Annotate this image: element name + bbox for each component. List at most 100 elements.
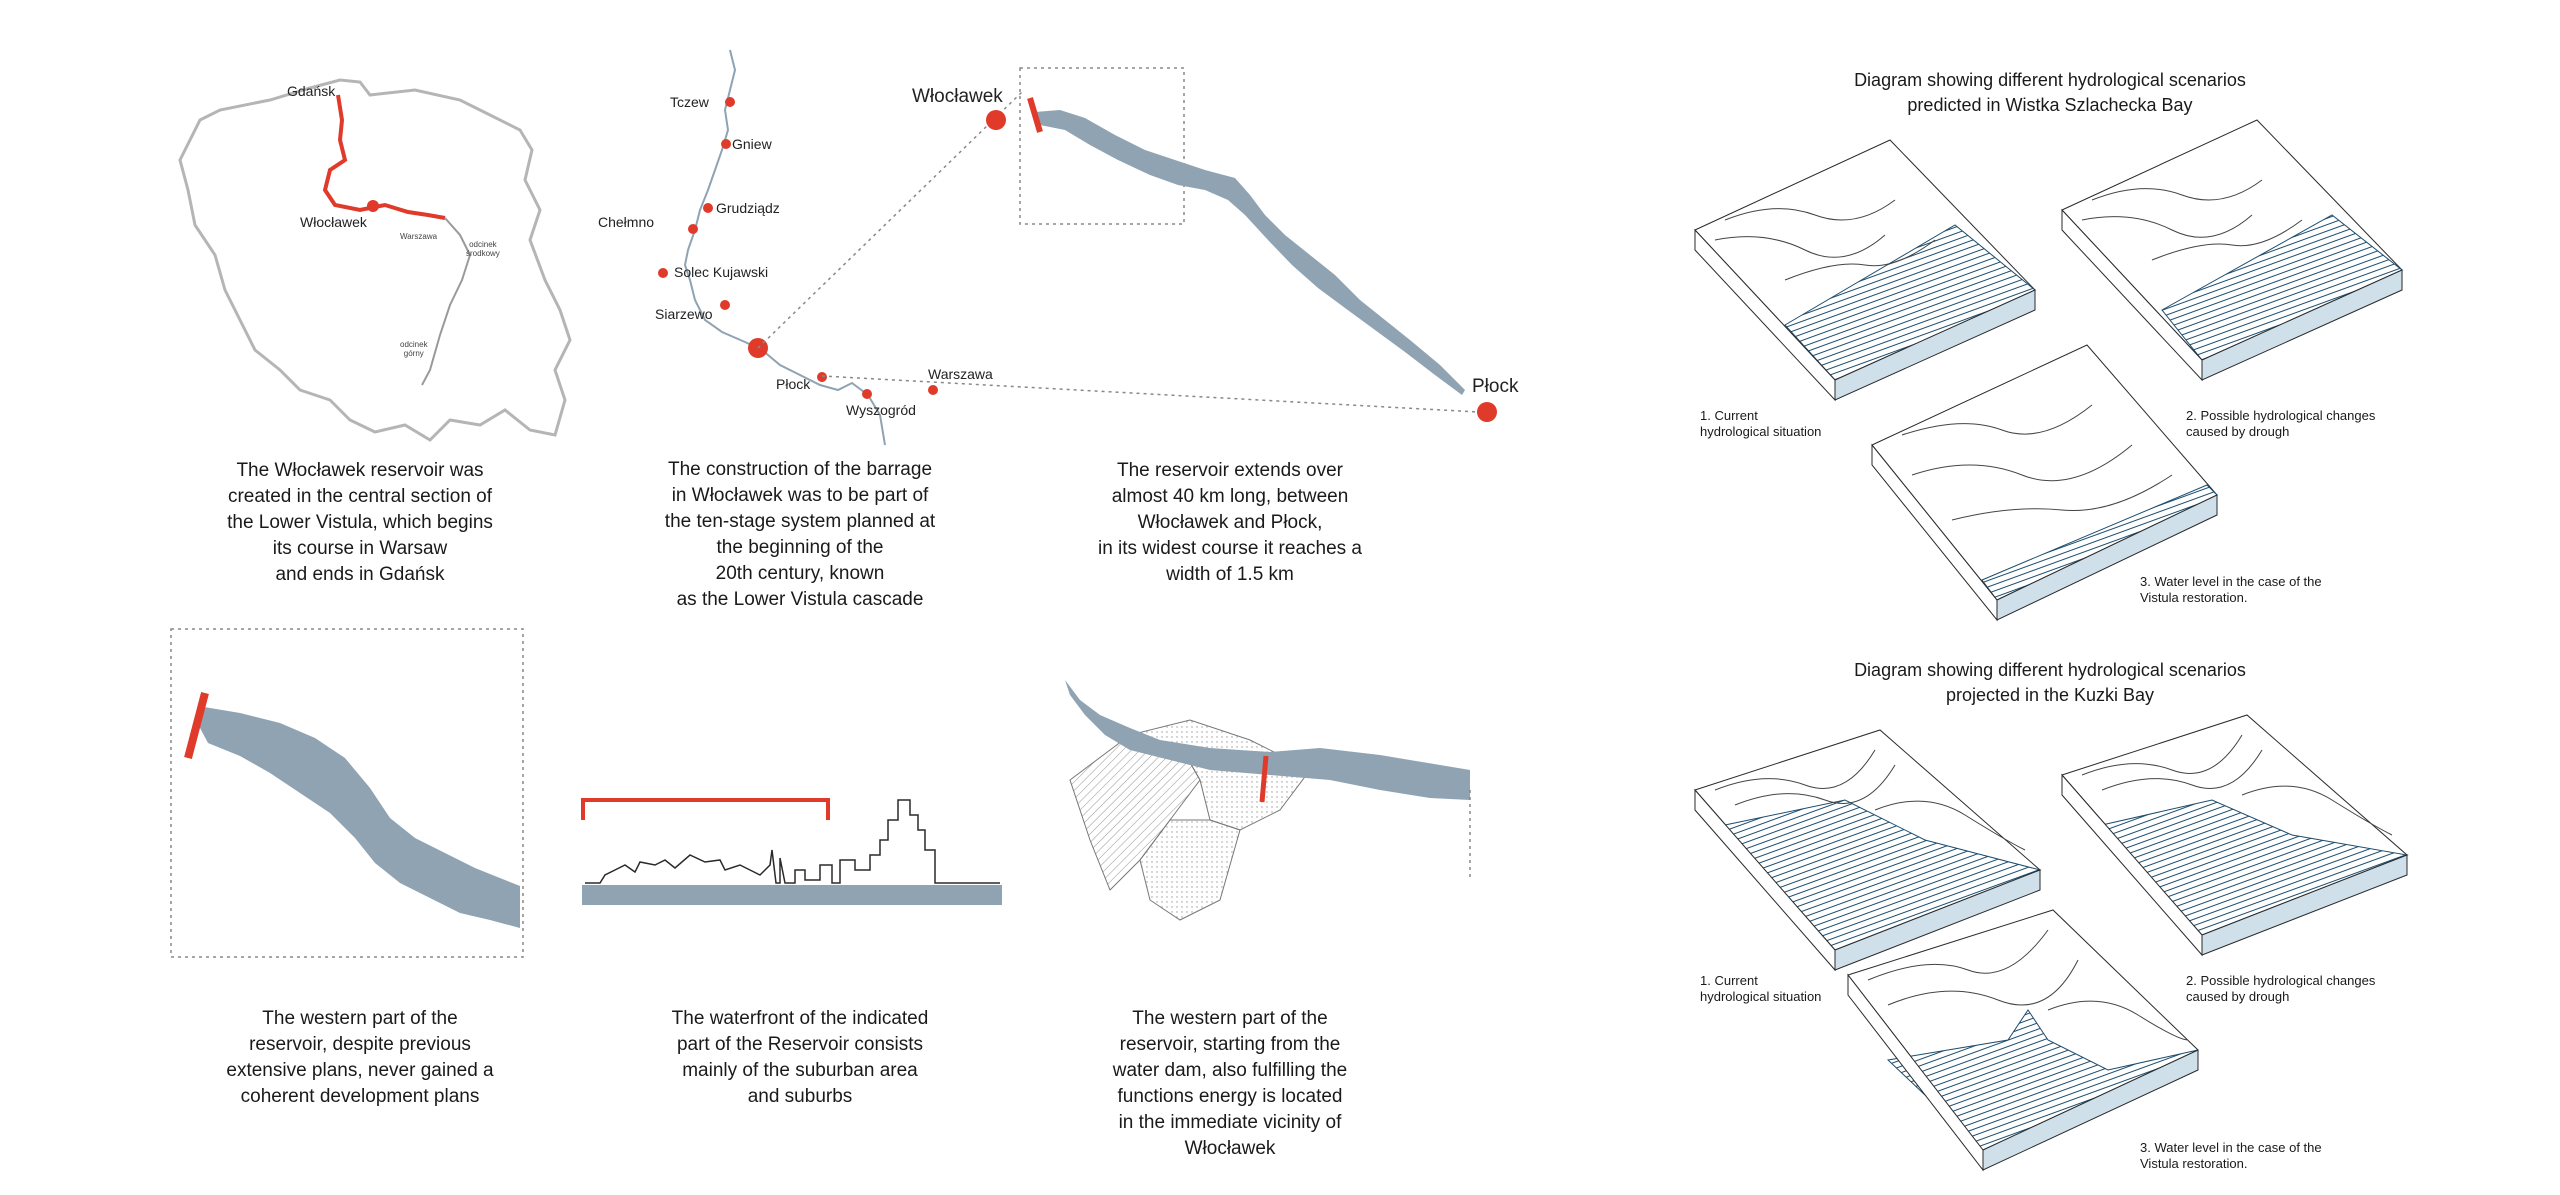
contour [1724,199,1896,221]
contour [2091,179,2263,201]
city-dot-warszawa [928,385,938,395]
label-warszawa-map2: Warszawa [928,366,993,382]
caption-reservoir: The reservoir extends over almost 40 km … [1060,458,1400,588]
caption-line: almost 40 km long, between [1111,486,1349,507]
caption-line: and suburbs [747,1086,853,1107]
city-dot-chelmno [688,224,698,234]
waterfront-bracket [581,798,830,820]
caption-line: Włocławek [1184,1138,1276,1159]
kuzki-label-drought: 2. Possible hydrological changes caused … [2186,973,2375,1005]
block-label-line: Vistula restoration. [2140,590,2248,605]
caption-line: the Lower Vistula, which begins [227,512,493,533]
block-label-line: 2. Possible hydrological changes [2186,973,2376,988]
city-river [1065,680,1470,800]
caption-line: The western part of the [262,1008,458,1029]
caption-line: in the immediate vicinity of [1118,1112,1342,1133]
diagram-title-line: Diagram showing different hydrological s… [1854,70,2246,90]
caption-line: width of 1.5 km [1166,564,1294,585]
label-srodkowy: środkowy [466,249,500,258]
label-gdansk: Gdańsk [287,83,336,99]
wistka-block-drought [2061,119,2403,382]
label-warszawa-map1: Warszawa [400,232,438,241]
dam-marker [1027,97,1043,133]
city-dam-marker [1259,755,1269,803]
label-gniew: Gniew [732,136,772,152]
city-plan-map [1065,680,1471,921]
label-chelmno: Chełmno [598,214,655,230]
contour [2101,749,2263,791]
caption-line: extensive plans, never gained a [226,1060,494,1081]
diagram-title-line: projected in the Kuzki Bay [1945,685,2155,705]
caption-line: in its widest course it reaches a [1097,538,1362,559]
contour [1874,800,2026,851]
label-solec: Solec Kujawski [674,264,769,280]
caption-line: The waterfront of the indicated [671,1008,929,1029]
caption-line: created in the central section of [227,486,493,507]
caption-west: The western part of the reservoir, despi… [190,1006,530,1110]
label-wloclawek-big: Włocławek [912,86,1003,107]
kuzki-block-current [1694,729,2042,972]
block-label-line: 1. Current [1700,408,1758,423]
label-gorny: górny [403,349,424,358]
diagram-wistka-title: Diagram showing different hydrological s… [1770,68,2330,118]
block-label-line: 3. Water level in the case of the [2140,1140,2322,1155]
label-tczew: Tczew [670,94,709,110]
caption-line: as the Lower Vistula cascade [676,589,924,610]
vistula-lower [322,94,446,220]
city-dot-siarzewo [720,300,730,310]
city-district-south [1139,819,1241,921]
city-dot-wyszogrod [862,389,872,399]
wloclawek-dot [367,200,379,212]
city-dot-plock [817,372,827,382]
west-part-frame [170,628,524,958]
label-wyszogrod: Wyszogród [846,402,916,418]
caption-line: coherent development plans [240,1086,480,1107]
contour [2081,734,2243,776]
cascade-map [658,49,938,446]
caption-line: water dam, also fulfilling the [1112,1060,1348,1081]
contour [2081,214,2253,238]
caption-line: The Włocławek reservoir was [236,460,484,481]
label-odcinek-gorny: odcinek górny [400,340,428,358]
wistka-label-drought: 2. Possible hydrological changes caused … [2186,408,2375,440]
contour [1714,234,1886,258]
block-side-right [1834,289,2036,401]
label-odcinek-srodkowy: odcinek środkowy [466,240,500,258]
caption-line: functions energy is located [1117,1086,1343,1107]
wistka-label-current: 1. Current hydrological situation [1700,408,1821,440]
label-odcinek-2: odcinek [400,340,428,349]
caption-line: mainly of the suburban area [682,1060,918,1081]
contour [2241,785,2393,836]
diagram-kuzki-title: Diagram showing different hydrological s… [1770,658,2330,708]
label-wloclawek-map1: Włocławek [300,214,367,230]
contour [1714,749,1876,791]
contour [1867,929,2049,981]
label-odcinek-1: odcinek [469,240,497,249]
contour [2151,219,2303,261]
label-siarzewo: Siarzewo [655,306,713,322]
reservoir-zoom-box [1019,67,1185,225]
block-label-line: caused by drough [2186,989,2290,1004]
kuzki-block-drought [2061,714,2409,957]
city-dot-gniew [721,139,731,149]
caption-cascade: The construction of the barrage in Włocł… [630,457,970,613]
block-label-line: hydrological situation [1700,424,1822,439]
vistula-upper [421,217,472,386]
block-label-line: 1. Current [1700,973,1758,988]
west-part-water [198,706,520,928]
caption-line: The western part of the [1132,1008,1328,1029]
city-dot-wloclawek [748,338,768,358]
block-label-line: 3. Water level in the case of the [2140,574,2322,589]
waterfront-skyline [581,798,1002,905]
diagram-title-line: predicted in Wistka Szlachecka Bay [1907,95,2193,115]
city-dot-solec [658,268,668,278]
label-grudziadz: Grudziądz [716,200,780,216]
contour [1901,404,2093,436]
city-dot-grudziadz [703,203,713,213]
block-side-right [1834,869,2041,971]
block-side-right [2201,854,2408,956]
contour [1951,474,2173,521]
poland-outline [178,78,572,442]
caption-line: 20th century, known [715,563,885,584]
block-label-line: 2. Possible hydrological changes [2186,408,2376,423]
